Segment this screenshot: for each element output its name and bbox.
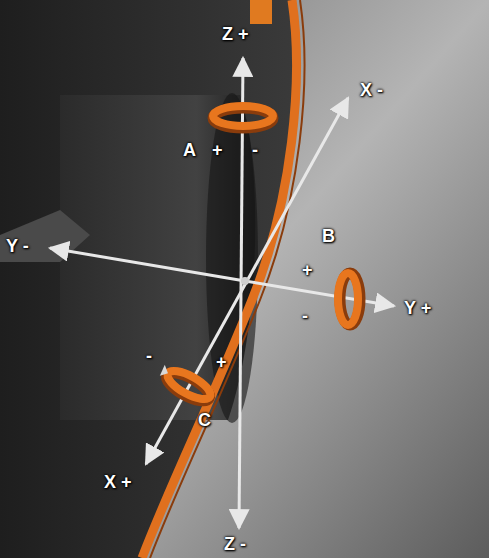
axis-label: Z - [224, 534, 246, 554]
rotation-sign: + [212, 140, 223, 160]
rotation-sign: - [302, 306, 308, 326]
axis-label: Y + [404, 298, 431, 318]
rotation-sign: + [216, 352, 227, 372]
rotation-label: B [322, 226, 335, 246]
rotation-sign: + [302, 260, 313, 280]
rotation-sign: - [252, 140, 258, 160]
axis-label: Z + [222, 24, 249, 44]
axis-label: Y - [6, 236, 29, 256]
rotation-label: A [183, 140, 196, 160]
rotation-sign: - [146, 346, 152, 366]
rotation-label: C [198, 410, 211, 430]
axis-label: X - [360, 80, 383, 100]
axis-label: X + [104, 472, 132, 492]
